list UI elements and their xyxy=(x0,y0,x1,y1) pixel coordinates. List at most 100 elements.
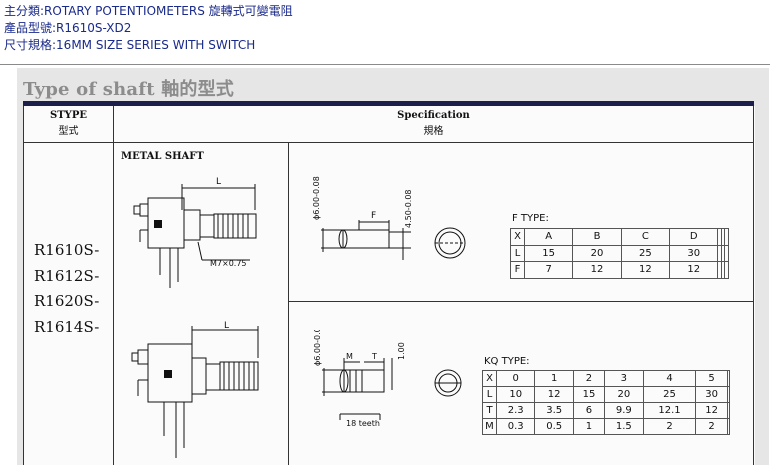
table-cell: M xyxy=(482,418,497,435)
model-list: R1610S- R1612S- R1620S- R1614S- xyxy=(34,238,99,340)
table-cell: 6 xyxy=(572,402,606,419)
size-line: 尺寸規格:16MM SIZE SERIES WITH SWITCH xyxy=(4,38,256,52)
f-type-label: F TYPE: xyxy=(512,213,549,224)
f-type-table: X A B C D L 15 20 25 30 F 7 12 12 12 xyxy=(510,228,729,279)
spec-header: Specification 規格 xyxy=(114,110,753,137)
grid-hline-2 xyxy=(288,301,754,302)
table-row: M 0.3 0.5 1 1.5 2 2 xyxy=(482,418,731,435)
stype-header-en: STYPE xyxy=(50,110,87,121)
table-cell: 25 xyxy=(620,244,671,262)
table-cell: 15 xyxy=(572,386,606,403)
table-cell xyxy=(726,370,731,387)
potentiometer-drawing-kq: L xyxy=(131,321,259,458)
table-cell: 2 xyxy=(642,418,697,435)
table-cell: 1 xyxy=(534,370,574,387)
potentiometer-drawing-f: L M7×0.75 xyxy=(133,177,257,288)
table-cell: 25 xyxy=(642,386,697,403)
table-cell: A xyxy=(523,228,574,246)
dim-L-label: L xyxy=(216,177,221,187)
table-cell: 1.5 xyxy=(604,418,644,435)
title-bar xyxy=(23,101,754,106)
table-cell: F xyxy=(510,261,525,279)
kq-shaft-detail: ϕ6.00-0.08 M T 1.00 18 teeth xyxy=(313,330,462,428)
table-cell xyxy=(726,418,731,435)
table-cell: 12 xyxy=(695,402,728,419)
kq-T-label: T xyxy=(371,352,377,361)
sheet-title: Type of shaft 軸的型式 xyxy=(23,79,235,100)
spec-header-en: Specification xyxy=(397,110,470,121)
category-line: 主分類:ROTARY POTENTIOMETERS 旋轉式可變電阻 xyxy=(4,4,293,18)
kq-diameter-label: ϕ6.00-0.08 xyxy=(313,330,322,366)
model-item: R1612S- xyxy=(34,266,100,285)
table-row: X A B C D xyxy=(510,228,729,246)
table-cell: 5 xyxy=(695,370,728,387)
table-cell: 3 xyxy=(604,370,644,387)
table-cell: 0.3 xyxy=(495,418,536,435)
table-cell: 12 xyxy=(534,386,574,403)
table-cell: 0 xyxy=(495,370,536,387)
stype-header: STYPE 型式 xyxy=(24,110,113,137)
table-cell: 12 xyxy=(572,261,622,279)
m7-thread-label: M7×0.75 xyxy=(210,259,247,268)
f-F-label: F xyxy=(371,211,376,221)
table-row: F 7 12 12 12 xyxy=(510,261,729,279)
table-cell: 20 xyxy=(572,244,622,262)
metal-shaft-label: METAL SHAFT xyxy=(121,151,204,162)
table-cell: 12.1 xyxy=(642,402,697,419)
table-cell: 20 xyxy=(604,386,644,403)
table-cell: 12 xyxy=(669,261,719,279)
table-cell: T xyxy=(482,402,497,419)
table-cell: 1 xyxy=(572,418,606,435)
table-cell: 2.3 xyxy=(495,402,536,419)
table-cell: D xyxy=(669,228,719,246)
table-cell: 3.5 xyxy=(534,402,574,419)
model-item: R1610S- xyxy=(34,241,100,259)
table-cell: C xyxy=(620,228,671,246)
grid-hline-1 xyxy=(23,142,754,143)
f-flat-label: 4.50-0.08 xyxy=(404,189,413,228)
table-cell: 10 xyxy=(495,386,536,403)
model-line: 產品型號:R1610S-XD2 xyxy=(4,21,132,35)
table-cell xyxy=(726,402,731,419)
table-cell: L xyxy=(482,386,497,403)
table-cell: 0.5 xyxy=(534,418,574,435)
table-row: L 15 20 25 30 xyxy=(510,244,729,262)
table-cell: L xyxy=(510,244,525,262)
grid-vline-3 xyxy=(753,106,754,465)
table-cell: 12 xyxy=(620,261,671,279)
grid-vline-2 xyxy=(288,143,289,465)
table-cell: 4 xyxy=(642,370,697,387)
f-diameter-label: ϕ6.00-0.08 xyxy=(312,176,321,220)
table-row: T 2.3 3.5 6 9.9 12.1 12 xyxy=(482,402,731,419)
table-row: L 10 12 15 20 25 30 xyxy=(482,386,731,403)
kq-type-label: KQ TYPE: xyxy=(484,356,530,367)
table-row: X 0 1 2 3 4 5 xyxy=(482,370,731,387)
table-cell: B xyxy=(572,228,622,246)
kq-M-label: M xyxy=(346,352,353,361)
table-cell: 9.9 xyxy=(604,402,644,419)
table-cell: X xyxy=(482,370,497,387)
table-cell xyxy=(724,261,729,279)
table-cell: 2 xyxy=(695,418,728,435)
kq-type-table: X 0 1 2 3 4 5 L 10 12 15 20 25 30 T 2.3 … xyxy=(482,370,731,435)
table-cell: 15 xyxy=(523,244,574,262)
f-shaft-detail: ϕ6.00-0.08 4.50-0.08 F xyxy=(312,176,466,260)
model-item: R1620S- xyxy=(34,292,100,310)
table-cell: 30 xyxy=(695,386,728,403)
product-header: 主分類:ROTARY POTENTIOMETERS 旋轉式可變電阻 產品型號:R… xyxy=(4,3,293,54)
spec-header-cn: 規格 xyxy=(423,126,444,137)
model-item: R1614S- xyxy=(34,317,100,336)
table-cell: 7 xyxy=(523,261,574,279)
table-cell xyxy=(724,228,729,246)
table-cell xyxy=(724,244,729,262)
header-divider xyxy=(0,64,770,65)
dim-L2-label: L xyxy=(224,321,229,331)
table-cell: X xyxy=(510,228,525,246)
table-cell: 30 xyxy=(669,244,719,262)
table-cell xyxy=(726,386,731,403)
kq-100-label: 1.00 xyxy=(397,342,406,360)
grid-vline-1 xyxy=(113,106,114,465)
table-cell: 2 xyxy=(572,370,606,387)
stype-header-cn: 型式 xyxy=(58,126,79,137)
kq-teeth-label: 18 teeth xyxy=(346,419,380,428)
